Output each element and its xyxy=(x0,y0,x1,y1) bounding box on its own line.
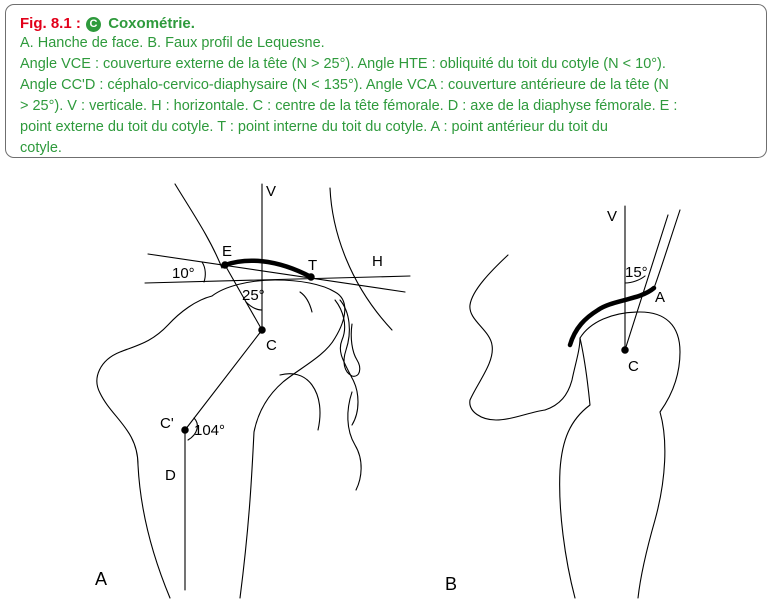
acetabular-roof-b xyxy=(567,285,657,348)
panel-b-lequesne xyxy=(469,205,681,599)
label-c-b: C xyxy=(628,358,639,375)
label-c: C xyxy=(266,337,277,354)
coxometry-diagram: V E T H 10° 25° C C' 104° D A V 15° A C … xyxy=(95,183,681,599)
iliac-bone-outline xyxy=(174,183,223,269)
acetabular-roof xyxy=(222,258,314,280)
panel-label-b: B xyxy=(445,574,457,594)
point-c xyxy=(258,326,266,334)
anterior-roof-line xyxy=(653,209,681,289)
pelvic-arc xyxy=(329,187,393,331)
caption-line: Angle VCE : couverture externe de la têt… xyxy=(20,56,666,72)
caption-line: cotyle. xyxy=(20,140,62,156)
label-angle-vca: 15° xyxy=(625,264,648,281)
label-t: T xyxy=(308,257,317,274)
ischial-contour-lower xyxy=(347,391,362,491)
label-angle-hte: 10° xyxy=(172,265,195,282)
femur-outline xyxy=(96,295,213,599)
ischial-contour xyxy=(544,337,581,411)
figure-title: Coxométrie. xyxy=(108,15,195,32)
figure-number: Fig. 8.1 : xyxy=(20,15,81,32)
label-v: V xyxy=(266,183,276,200)
neck-axis xyxy=(184,329,263,431)
label-h: H xyxy=(372,253,383,270)
caption-line: Angle CC'D : céphalo-cervico-diaphysaire… xyxy=(20,77,669,93)
line-c-e xyxy=(224,264,263,331)
label-d: D xyxy=(165,467,176,484)
roof-oblique-line xyxy=(147,253,406,293)
pubis-contour xyxy=(299,291,313,313)
label-a: A xyxy=(655,289,665,306)
obturator-hook xyxy=(339,299,361,377)
femoral-head-outline xyxy=(211,279,346,599)
femoral-head-b xyxy=(579,311,681,599)
line-c-a xyxy=(624,214,669,351)
angle-arc-ccd xyxy=(187,417,198,441)
label-v-b: V xyxy=(607,208,617,225)
angle-arc-hte xyxy=(201,261,206,283)
caption-line: point externe du toit du cotyle. T : poi… xyxy=(20,119,608,135)
angle-arc-vce xyxy=(245,301,263,311)
panel-a-hip-front xyxy=(96,183,411,599)
point-t xyxy=(307,273,315,281)
panel-label-a: A xyxy=(95,569,107,589)
trochanter-contour xyxy=(279,373,321,431)
femoral-neck-b xyxy=(559,337,591,599)
label-angle-ccd: 104° xyxy=(194,422,225,439)
caption-line: A. Hanche de face. B. Faux profil de Leq… xyxy=(20,35,325,51)
label-c-prime: C' xyxy=(160,415,174,432)
iliac-wing-outline xyxy=(469,254,546,421)
level-badge-icon: C xyxy=(86,17,102,32)
point-e xyxy=(221,261,229,269)
figure-caption: Fig. 8.1 : C Coxométrie. A. Hanche de fa… xyxy=(5,4,767,158)
ischium-contour xyxy=(334,299,359,426)
label-e: E xyxy=(222,243,232,260)
point-c-b xyxy=(621,346,629,354)
label-angle-vce: 25° xyxy=(242,287,265,304)
caption-title: Fig. 8.1 : C Coxométrie. xyxy=(20,14,752,33)
angle-arc-vca xyxy=(624,275,646,284)
caption-line: > 25°). V : verticale. H : horizontale. … xyxy=(20,98,678,114)
horizontal-line-h xyxy=(144,275,411,284)
point-c-prime xyxy=(181,426,189,434)
